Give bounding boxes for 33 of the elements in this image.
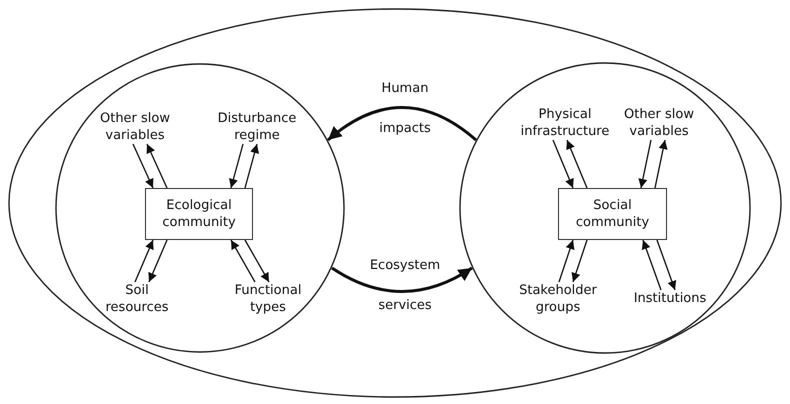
node-label: Disturbance regime <box>212 110 302 144</box>
node-label: Functional types <box>222 282 314 316</box>
edge-label: Human impacts <box>378 80 432 138</box>
arrow <box>558 240 574 282</box>
arrow <box>572 240 588 282</box>
edge-label: Ecosystem services <box>368 257 442 315</box>
node-label: Physical infrastructure <box>515 106 615 140</box>
node-label: Soil resources <box>92 282 182 316</box>
arrow <box>229 144 244 188</box>
arrow <box>642 240 662 290</box>
node-label: Institutions <box>625 290 715 308</box>
arrow <box>146 144 168 188</box>
ellipse-outline <box>8 8 782 398</box>
arrow <box>230 240 256 282</box>
circle-outline <box>55 63 345 353</box>
arrow <box>654 140 668 188</box>
arrow <box>148 240 168 282</box>
arrow <box>656 240 676 290</box>
arrow <box>244 240 270 282</box>
arrow <box>638 140 652 188</box>
arrow <box>552 140 574 188</box>
node-label: Stakeholder groups <box>508 282 608 316</box>
curved-arrow <box>331 266 473 293</box>
curved-arrow <box>327 106 477 142</box>
circle-outline <box>459 62 751 354</box>
process-box: Ecological community <box>145 188 253 240</box>
arrow <box>566 140 588 188</box>
process-box: Social community <box>558 188 667 240</box>
arrow <box>132 144 154 188</box>
node-label: Other slow variables <box>616 106 702 140</box>
arrow <box>134 240 154 282</box>
arrow <box>244 144 259 188</box>
node-label: Other slow variables <box>90 110 180 144</box>
